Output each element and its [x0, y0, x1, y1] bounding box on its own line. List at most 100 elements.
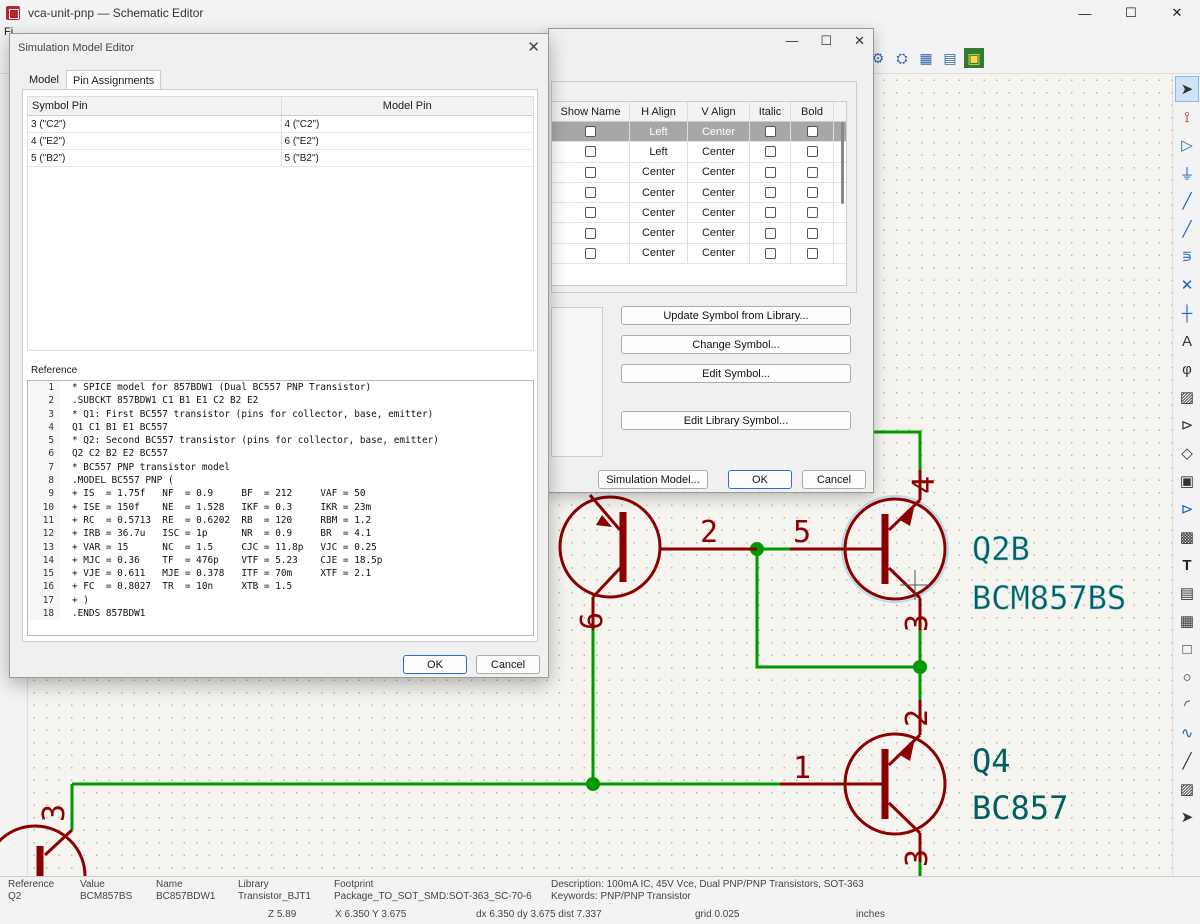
- bold-checkbox[interactable]: [806, 166, 818, 178]
- h-align-cell[interactable]: Center: [630, 223, 688, 243]
- italic-checkbox[interactable]: [764, 146, 776, 158]
- junction-icon[interactable]: ┼: [1181, 304, 1193, 322]
- add-symbol-icon[interactable]: ▷: [1181, 137, 1193, 154]
- image-icon[interactable]: ▨: [1179, 781, 1195, 798]
- props-cancel-button[interactable]: Cancel: [802, 470, 866, 489]
- v-align-cell[interactable]: Center: [688, 243, 750, 264]
- bold-checkbox[interactable]: [806, 227, 818, 239]
- italic-checkbox[interactable]: [764, 126, 776, 138]
- v-align-cell[interactable]: Center: [688, 142, 750, 162]
- show-name-checkbox[interactable]: [585, 166, 596, 178]
- model-pin-cell[interactable]: 4 ("C2"): [284, 118, 320, 130]
- update-symbol-button[interactable]: Update Symbol from Library...: [621, 306, 851, 325]
- field-row[interactable]: Center Center: [552, 223, 846, 244]
- h-align-cell[interactable]: Center: [630, 243, 688, 264]
- minimize-button[interactable]: —: [1078, 5, 1092, 21]
- show-name-checkbox[interactable]: [585, 146, 596, 158]
- edit-symbol-button[interactable]: Edit Symbol...: [621, 364, 851, 383]
- net-class-icon[interactable]: φ: [1182, 360, 1192, 378]
- field-row[interactable]: Center Center: [552, 182, 846, 204]
- bold-checkbox[interactable]: [806, 247, 818, 259]
- change-symbol-button[interactable]: Change Symbol...: [621, 335, 851, 354]
- add-bus-icon[interactable]: ╱: [1182, 221, 1192, 238]
- tab-pin-assignments[interactable]: Pin Assignments: [65, 70, 162, 90]
- dialog-close-button[interactable]: ✕: [527, 39, 540, 56]
- pin-assignments-grid[interactable]: Symbol Pin Model Pin 3 ("C2") 4 ("C2") 4…: [27, 96, 534, 351]
- italic-checkbox[interactable]: [764, 227, 776, 239]
- show-name-checkbox[interactable]: [585, 187, 596, 199]
- add-label-icon[interactable]: A: [1181, 332, 1192, 350]
- italic-checkbox[interactable]: [764, 207, 776, 219]
- props-close-button[interactable]: ✕: [854, 33, 865, 48]
- tab-model[interactable]: Model: [29, 74, 59, 86]
- rule-area-icon[interactable]: ▨: [1179, 389, 1195, 406]
- line-icon[interactable]: ╱: [1182, 753, 1192, 770]
- sim-cancel-button[interactable]: Cancel: [476, 655, 540, 674]
- add-wire-icon[interactable]: ╱: [1182, 193, 1192, 210]
- italic-checkbox[interactable]: [764, 166, 776, 178]
- pin-row[interactable]: 5 ("B2") 5 ("B2"): [28, 150, 533, 167]
- add-text-icon[interactable]: T: [1182, 556, 1192, 574]
- field-row[interactable]: Center Center: [552, 162, 846, 183]
- props-ok-button[interactable]: OK: [728, 470, 792, 489]
- edit-library-symbol-button[interactable]: Edit Library Symbol...: [621, 411, 851, 430]
- pin-row[interactable]: 3 ("C2") 4 ("C2"): [28, 116, 533, 133]
- highlight-net-icon[interactable]: ⟟: [1184, 108, 1190, 126]
- simulator-icon[interactable]: ⚙: [871, 49, 885, 66]
- text-box-icon[interactable]: ▤: [1179, 585, 1195, 602]
- show-name-checkbox[interactable]: [585, 247, 596, 259]
- q2b-value[interactable]: BCM857BS: [972, 579, 1127, 618]
- import-sheet-pin-icon[interactable]: ▩: [1179, 529, 1195, 546]
- italic-checkbox[interactable]: [764, 187, 776, 199]
- field-row[interactable]: Center Center: [552, 203, 846, 224]
- model-pin-header[interactable]: Model Pin: [382, 100, 432, 112]
- fields-grid[interactable]: Show Name H Align V Align Italic Bold Le…: [551, 101, 847, 286]
- hier-label-icon[interactable]: ◇: [1181, 445, 1193, 462]
- netlist-icon[interactable]: ⛭: [896, 49, 908, 66]
- props-maximize-button[interactable]: ☐: [820, 33, 833, 48]
- v-align-cell[interactable]: Center: [688, 203, 750, 223]
- bold-checkbox[interactable]: [806, 126, 818, 138]
- h-align-cell[interactable]: Left: [630, 122, 688, 142]
- no-connect-icon[interactable]: ✕: [1180, 277, 1194, 294]
- arc-icon[interactable]: ◜: [1184, 697, 1190, 714]
- bold-checkbox[interactable]: [806, 146, 818, 158]
- column-header[interactable]: V Align: [688, 102, 750, 121]
- sim-ok-button[interactable]: OK: [403, 655, 467, 674]
- spice-reference-text[interactable]: 1* SPICE model for 857BDW1 (Dual BC557 P…: [27, 380, 534, 636]
- rectangle-icon[interactable]: □: [1182, 640, 1192, 658]
- props-minimize-button[interactable]: —: [785, 33, 799, 48]
- v-align-cell[interactable]: Center: [688, 162, 750, 182]
- show-name-checkbox[interactable]: [585, 227, 596, 239]
- v-align-cell[interactable]: Center: [688, 182, 750, 203]
- italic-checkbox[interactable]: [764, 247, 776, 259]
- bezier-icon[interactable]: ∿: [1180, 725, 1194, 742]
- model-pin-cell[interactable]: 5 ("B2"): [284, 152, 319, 164]
- bom-icon[interactable]: ▤: [943, 49, 957, 66]
- close-button[interactable]: ✕: [1171, 5, 1183, 20]
- bold-checkbox[interactable]: [806, 207, 818, 219]
- model-pin-cell[interactable]: 6 ("E2"): [284, 135, 319, 147]
- bom-table-icon[interactable]: ▦: [919, 49, 933, 66]
- table-icon[interactable]: ▦: [1179, 613, 1195, 630]
- maximize-button[interactable]: ☐: [1125, 5, 1137, 20]
- simulation-model-button[interactable]: Simulation Model...: [598, 470, 708, 489]
- pin-row[interactable]: 4 ("E2") 6 ("E2"): [28, 133, 533, 150]
- pcb-editor-icon[interactable]: ▣: [964, 48, 984, 68]
- q2b-reference[interactable]: Q2B: [972, 530, 1030, 569]
- column-header[interactable]: Bold: [791, 102, 834, 121]
- h-align-cell[interactable]: Center: [630, 162, 688, 182]
- global-label-icon[interactable]: ⊳: [1180, 417, 1194, 434]
- v-align-cell[interactable]: Center: [688, 122, 750, 142]
- h-align-cell[interactable]: Center: [630, 203, 688, 223]
- select-tool-icon[interactable]: ➤: [1175, 76, 1199, 102]
- h-align-cell[interactable]: Center: [630, 182, 688, 203]
- field-row[interactable]: Left Center: [552, 122, 846, 143]
- h-align-cell[interactable]: Left: [630, 142, 688, 162]
- add-sheet-icon[interactable]: ▣: [1179, 473, 1195, 490]
- show-name-checkbox[interactable]: [585, 207, 596, 219]
- column-header[interactable]: Show Name: [552, 102, 630, 121]
- field-row[interactable]: Center Center: [552, 243, 846, 265]
- column-header[interactable]: Italic: [750, 102, 791, 121]
- field-row[interactable]: Left Center: [552, 142, 846, 163]
